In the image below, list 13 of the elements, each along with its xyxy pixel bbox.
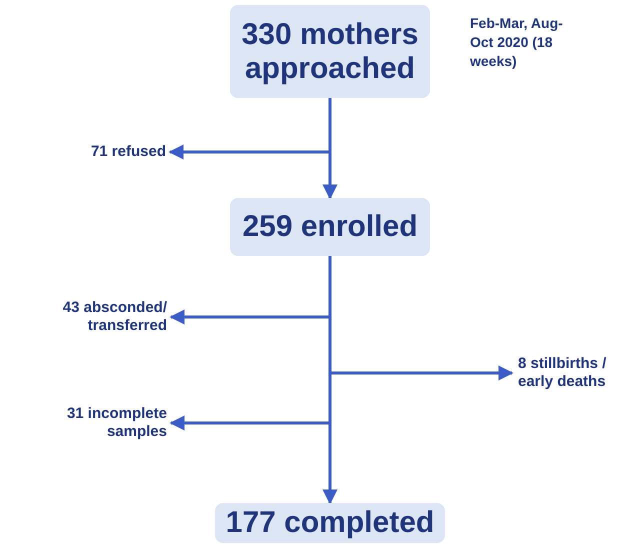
process-box (215, 503, 445, 543)
arrow (170, 256, 332, 430)
process-box (230, 198, 430, 256)
date-note: Feb-Mar, Aug-Oct 2020 (18 weeks) (470, 14, 564, 71)
exclusion-label: 71 refused (90, 143, 166, 161)
box-label: 259 enrolled (242, 210, 418, 244)
process-box (230, 5, 430, 98)
exclusion-label: 8 stillbirths / early deaths (518, 355, 608, 391)
arrow (168, 98, 332, 160)
exclusion-label: 43 absconded/ transferred (62, 299, 167, 335)
exclusion-label: 31 incomplete samples (66, 405, 167, 441)
box-label: 177 completed (226, 506, 434, 540)
box-label: 330 mothers approached (240, 18, 420, 86)
